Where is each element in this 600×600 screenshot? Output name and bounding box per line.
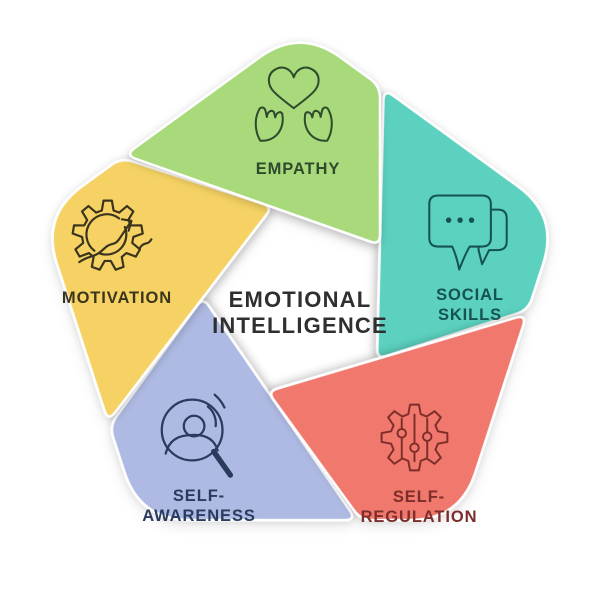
slider-knobs [396, 428, 433, 453]
empathy-label-text: EMPATHY [256, 160, 341, 178]
gear-sliders-icon [380, 403, 449, 472]
empathy-label: EMPATHY [256, 160, 341, 178]
center-title-line1: EMOTIONAL [229, 287, 372, 312]
gear-arrow-icon [71, 199, 153, 271]
chat-dots [445, 217, 475, 223]
motivation-label-text: MOTIVATION [62, 289, 172, 307]
self-regulation-label-line2: REGULATION [361, 508, 478, 526]
social-skills-label-line1: SOCIAL [436, 286, 504, 304]
social-skills-label: SOCIAL SKILLS [436, 286, 504, 324]
heart-in-hands-icon [254, 66, 333, 142]
social-skills-label-line2: SKILLS [438, 306, 502, 324]
magnifier-person-icon [160, 393, 234, 478]
self-awareness-label-line1: SELF- [173, 487, 225, 505]
chat-bubbles-icon [428, 194, 508, 271]
center-title-line2: INTELLIGENCE [212, 313, 388, 338]
center-title: EMOTIONAL INTELLIGENCE [212, 287, 388, 338]
self-awareness-label: SELF- AWARENESS [142, 487, 256, 525]
self-regulation-label-line1: SELF- [393, 488, 445, 506]
self-awareness-label-line2: AWARENESS [142, 507, 256, 525]
motivation-label: MOTIVATION [62, 289, 172, 307]
self-regulation-label: SELF- REGULATION [361, 488, 478, 526]
